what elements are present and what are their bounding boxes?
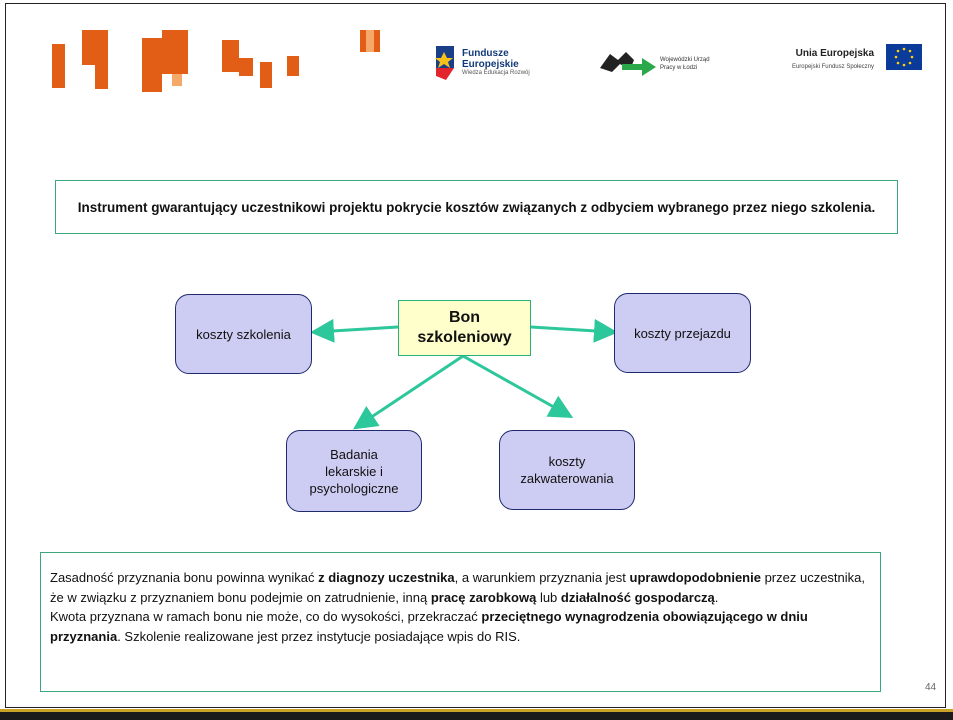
arrow-to-przejazdu: [530, 318, 618, 343]
center-node-bon: Bon szkoleniowy: [398, 300, 531, 356]
page-number: 44: [925, 682, 937, 693]
node-koszty-przejazdu: koszty przejazdu: [614, 293, 751, 373]
unia-europejska-logo: Unia Europejska Europejski Fundusz Społe…: [780, 42, 930, 82]
node-badania: Badania lekarskie i psychologiczne: [286, 430, 422, 512]
bottom-bar: [0, 709, 953, 720]
arrow-to-szkolenia: [310, 318, 399, 343]
info-box: Zasadność przyznania bonu powinna wynika…: [40, 552, 881, 692]
info-paragraph-2: Kwota przyznana w ramach bonu nie może, …: [50, 609, 808, 644]
info-paragraph-1: Zasadność przyznania bonu powinna wynika…: [50, 570, 865, 605]
fundusze-europejskie-logo: Fundusze Europejskie Wiedza Edukacja Roz…: [432, 44, 552, 94]
fe-star-icon: [435, 46, 454, 80]
wup-arrow-icon: [600, 52, 656, 76]
definition-box: Instrument gwarantujący uczestnikowi pro…: [55, 180, 898, 234]
arrow-to-badania: [353, 354, 464, 430]
definition-text: Instrument gwarantujący uczestnikowi pro…: [77, 199, 876, 215]
arrow-to-zakwaterowania: [462, 354, 574, 418]
node-koszty-szkolenia: koszty szkolenia: [175, 294, 312, 374]
wup-lodz-logo: Wojewódzki Urząd Pracy w Łodzi: [600, 48, 740, 84]
eu-flag-icon: [886, 44, 922, 70]
node-koszty-zakwaterowania: koszty zakwaterowania: [499, 430, 635, 510]
